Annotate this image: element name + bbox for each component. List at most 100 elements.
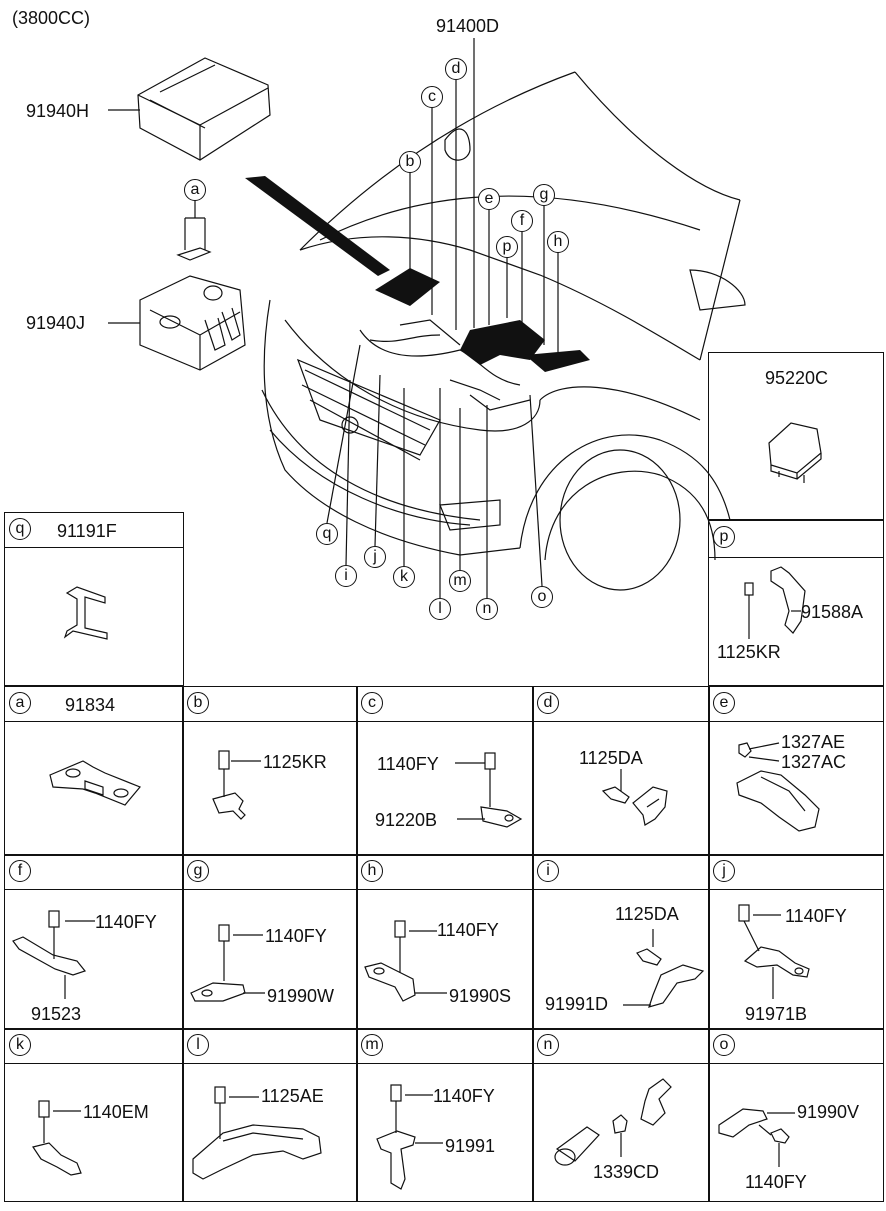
cell-n: n 1339CD [532, 1028, 710, 1202]
cell-c-label-1: 1140FY [377, 754, 439, 774]
cell-k-letter: k [9, 1034, 31, 1056]
fuse-link-a-drawing [49, 760, 141, 806]
cell-d-label-1: 1125DA [579, 748, 643, 768]
cell-l: l 1125AE [182, 1028, 358, 1202]
callout-c: c [421, 86, 443, 108]
callout-q: q [316, 523, 338, 545]
cell-f-label-2: 91523 [31, 1004, 82, 1024]
cell-p-letter: p [713, 526, 735, 548]
callout-m: m [449, 570, 471, 592]
cell-g: g 1140FY 91990W [182, 854, 358, 1030]
callout-f: f [511, 210, 533, 232]
callout-n: n [476, 598, 498, 620]
callout-k: k [393, 566, 415, 588]
cell-j-label-2: 91971B [745, 1004, 808, 1024]
engine-label: (3800CC) [12, 8, 91, 28]
cell-m: m 1140FY 91991 [356, 1028, 534, 1202]
callout-g: g [533, 184, 555, 206]
cell-a-part: 91834 [65, 695, 116, 715]
bracket-e-drawing [736, 742, 820, 832]
cell-b-label-1: 1125KR [263, 752, 327, 772]
bracket-q-drawing [63, 586, 108, 640]
cell-k: k 1140EM [4, 1028, 184, 1202]
bracket-f-drawing [12, 910, 95, 999]
cell-a: a 91834 [4, 686, 184, 856]
cell-q: q 91191F [4, 512, 184, 686]
callout-b: b [399, 151, 421, 173]
cell-c-letter: c [361, 692, 383, 714]
bracket-i-drawing [623, 929, 705, 1008]
cell-k-label-1: 1140EM [83, 1102, 149, 1122]
clip-n-drawing [554, 1078, 672, 1166]
cell-p-label-1: 91588A [801, 602, 864, 622]
cell-e: e 1327AE 1327AC [708, 686, 884, 856]
cell-c: c 1140FY 91220B [356, 686, 534, 856]
cell-o-letter: o [713, 1034, 735, 1056]
cell-l-letter: l [187, 1034, 209, 1056]
cell-j: j 1140FY 91971B [708, 854, 884, 1030]
bracket-g-drawing [190, 924, 265, 1002]
cell-n-label-1: 1339CD [593, 1162, 660, 1182]
cell-q-part: 91191F [57, 521, 117, 541]
relay-box-panel: 95220C [708, 352, 884, 520]
callout-p: p [496, 236, 518, 258]
callout-h: h [547, 231, 569, 253]
cell-m-letter: m [361, 1034, 383, 1056]
cell-f-label-1: 1140FY [95, 912, 157, 932]
cell-p: p 91588A 1125KR [708, 520, 884, 686]
cell-o-label-1: 91990V [797, 1102, 860, 1122]
cell-q-letter: q [9, 518, 31, 540]
fuse-box-label: 91940J [26, 313, 86, 333]
cell-i-label-1: 1125DA [615, 904, 679, 924]
fuse-cover-label: 91940H [26, 101, 90, 121]
callout-e: e [478, 188, 500, 210]
cell-h-label-1: 1140FY [437, 920, 499, 940]
cell-j-letter: j [713, 860, 735, 882]
harness-part-label: 91400D [436, 16, 500, 36]
cell-f-letter: f [9, 860, 31, 882]
relay-icon [768, 422, 822, 483]
cell-e-label-1: 1327AE [781, 732, 846, 752]
cell-h: h 1140FY 91990S [356, 854, 534, 1030]
cell-g-letter: g [187, 860, 209, 882]
bracket-c-drawing [455, 752, 523, 828]
bracket-p-drawing [744, 566, 806, 639]
cell-o: o 91990V 1140FY [708, 1028, 884, 1202]
cell-l-label-1: 1125AE [261, 1086, 324, 1106]
cell-b: b 1125KR [182, 686, 358, 856]
cell-j-label-1: 1140FY [785, 906, 847, 926]
callout-o: o [531, 586, 553, 608]
callout-d: d [445, 58, 467, 80]
cell-n-letter: n [537, 1034, 559, 1056]
cell-c-label-2: 91220B [375, 810, 438, 830]
callout-i: i [335, 565, 357, 587]
cell-b-letter: b [187, 692, 209, 714]
callout-j: j [364, 546, 386, 568]
cell-m-label-1: 1140FY [433, 1086, 495, 1106]
cell-d: d 1125DA [532, 686, 710, 856]
cell-f: f 1140FY 91523 [4, 854, 184, 1030]
callout-l: l [429, 598, 451, 620]
bracket-k-drawing [32, 1100, 82, 1176]
relay-part-label: 95220C [765, 368, 829, 388]
cell-i-label-2: 91991D [545, 994, 609, 1014]
cell-g-label-1: 1140FY [265, 926, 327, 946]
bracket-d-drawing [601, 769, 668, 826]
cell-d-letter: d [537, 692, 559, 714]
cell-i: i 1125DA 91991D [532, 854, 710, 1030]
cell-o-label-2: 1140FY [745, 1172, 807, 1192]
callout-a: a [184, 179, 206, 201]
bracket-b-drawing [212, 750, 261, 820]
cell-h-label-2: 91990S [449, 986, 512, 1006]
cell-a-letter: a [9, 692, 31, 714]
cell-e-letter: e [713, 692, 735, 714]
bracket-o-drawing [718, 1108, 795, 1167]
cell-i-letter: i [537, 860, 559, 882]
cell-m-label-2: 91991 [445, 1136, 496, 1156]
bracket-m-drawing [376, 1084, 443, 1190]
cell-h-letter: h [361, 860, 383, 882]
bracket-l-drawing [192, 1086, 322, 1180]
bracket-h-drawing [364, 920, 447, 1002]
